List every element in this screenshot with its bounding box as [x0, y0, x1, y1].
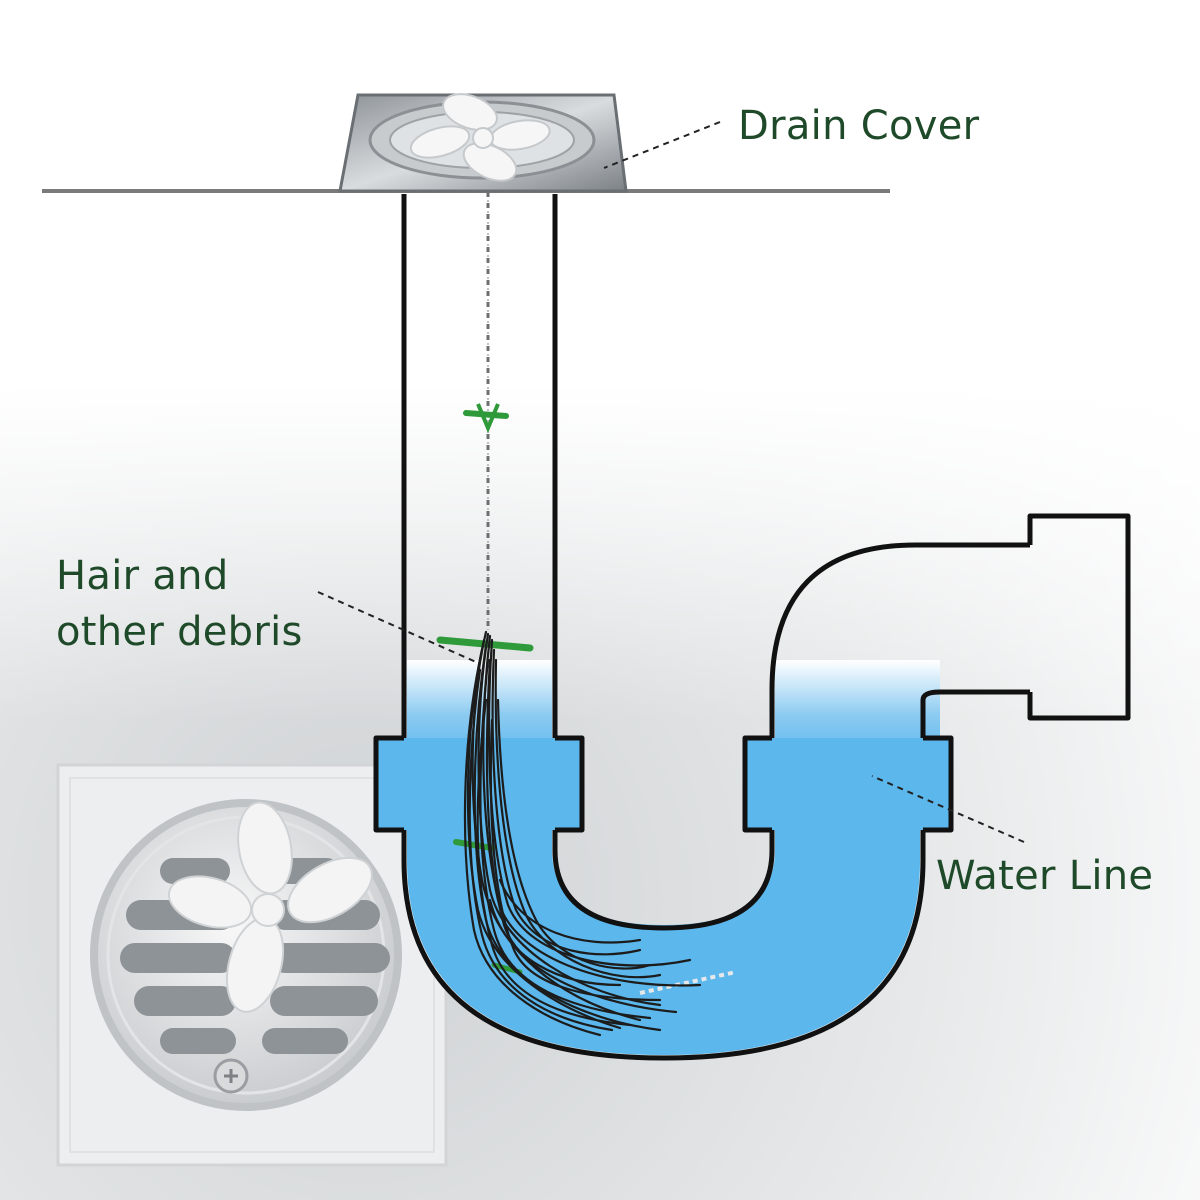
- p-trap-pipe: [373, 194, 1131, 1061]
- drain-cover-label: Drain Cover: [738, 103, 980, 149]
- hair-label-line2: other debris: [56, 609, 303, 655]
- hair-clump: [463, 630, 702, 1037]
- water-line-label: Water Line: [936, 853, 1154, 899]
- flower-stopper-icon: [167, 801, 373, 1013]
- drain-cover-leader: [603, 121, 721, 169]
- hair-debris-label: Hair and other debris: [56, 548, 303, 660]
- water-line-leader: [871, 775, 1025, 843]
- drain-cover-icon: [338, 93, 628, 193]
- floor-drain-icon: [56, 763, 448, 1167]
- hair-leader: [317, 591, 477, 663]
- leader-lines: [317, 121, 1025, 843]
- hair-label-line1: Hair and: [56, 553, 229, 599]
